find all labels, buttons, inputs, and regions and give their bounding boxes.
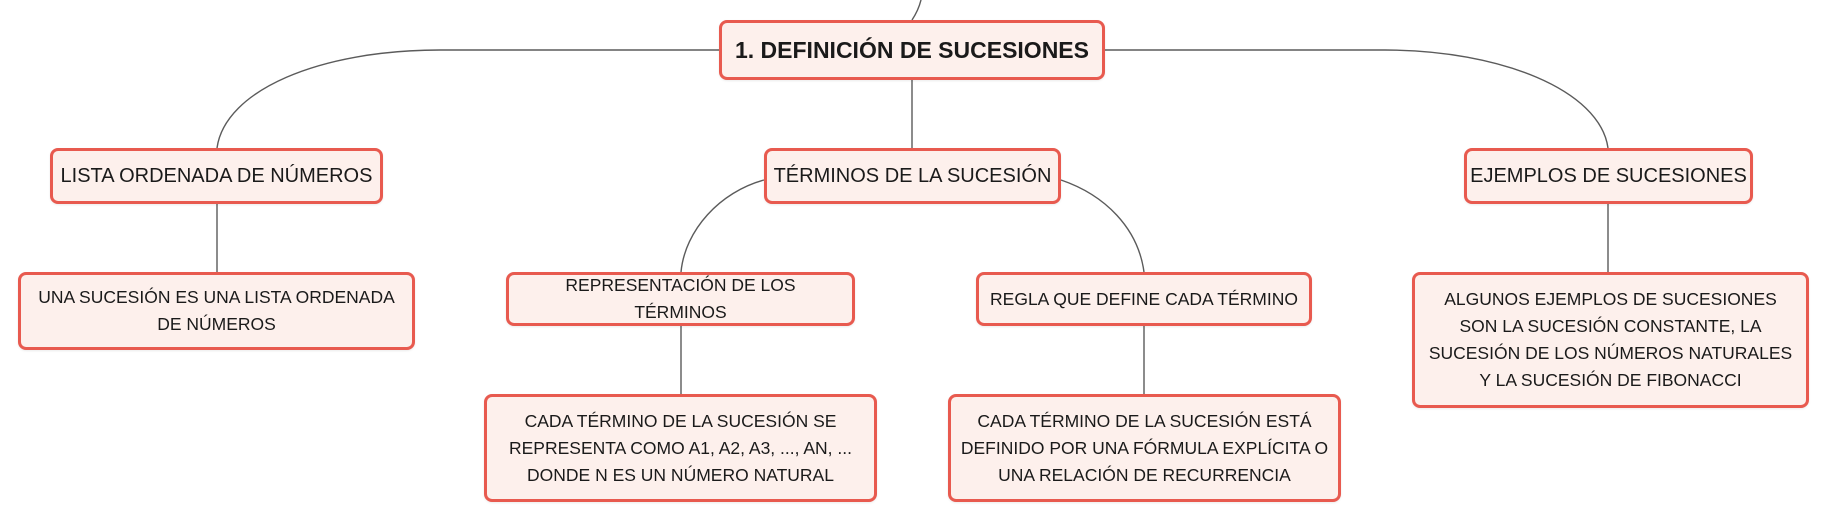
detail-node-regla[interactable]: CADA TÉRMINO DE LA SUCESIÓN ESTÁ DEFINID… <box>948 394 1341 502</box>
detail-node-regla-text: CADA TÉRMINO DE LA SUCESIÓN ESTÁ DEFINID… <box>960 410 1329 485</box>
subtopic-node-representacion[interactable]: REPRESENTACIÓN DE LOS TÉRMINOS <box>506 272 855 326</box>
subtopic-node-regla-label: REGLA QUE DEFINE CADA TÉRMINO <box>990 288 1298 309</box>
connector-terminos-to-rep <box>680 179 765 273</box>
root-node[interactable]: 1. DEFINICIÓN DE SUCESIONES <box>719 20 1105 80</box>
subtopic-node-lista-definicion-text: UNA SUCESIÓN ES UNA LISTA ORDENADA DE NÚ… <box>38 287 395 334</box>
topic-node-lista[interactable]: LISTA ORDENADA DE NÚMEROS <box>50 148 383 204</box>
topic-node-terminos-label: TÉRMINOS DE LA SUCESIÓN <box>773 164 1052 187</box>
subtopic-node-regla[interactable]: REGLA QUE DEFINE CADA TÉRMINO <box>976 272 1312 326</box>
connector-terminos-to-regla <box>1060 179 1145 273</box>
connector-root-to-ejemplos <box>1105 49 1609 149</box>
detail-node-representacion[interactable]: CADA TÉRMINO DE LA SUCESIÓN SE REPRESENT… <box>484 394 877 502</box>
topic-node-ejemplos[interactable]: EJEMPLOS DE SUCESIONES <box>1464 148 1753 204</box>
subtopic-node-ejemplos-definicion-text: ALGUNOS EJEMPLOS DE SUCESIONES SON LA SU… <box>1428 289 1793 390</box>
subtopic-node-representacion-label: REPRESENTACIÓN DE LOS TÉRMINOS <box>565 275 796 322</box>
topic-node-ejemplos-label: EJEMPLOS DE SUCESIONES <box>1470 164 1747 187</box>
topic-node-lista-label: LISTA ORDENADA DE NÚMEROS <box>60 164 373 187</box>
topic-node-terminos[interactable]: TÉRMINOS DE LA SUCESIÓN <box>764 148 1061 204</box>
subtopic-node-ejemplos-definicion[interactable]: ALGUNOS EJEMPLOS DE SUCESIONES SON LA SU… <box>1412 272 1809 408</box>
root-node-label: 1. DEFINICIÓN DE SUCESIONES <box>734 36 1089 63</box>
subtopic-node-lista-definicion[interactable]: UNA SUCESIÓN ES UNA LISTA ORDENADA DE NÚ… <box>18 272 415 350</box>
connector-root-to-lista <box>216 49 719 149</box>
detail-node-representacion-text: CADA TÉRMINO DE LA SUCESIÓN SE REPRESENT… <box>509 410 852 485</box>
connector-parent-to-root <box>911 0 922 21</box>
